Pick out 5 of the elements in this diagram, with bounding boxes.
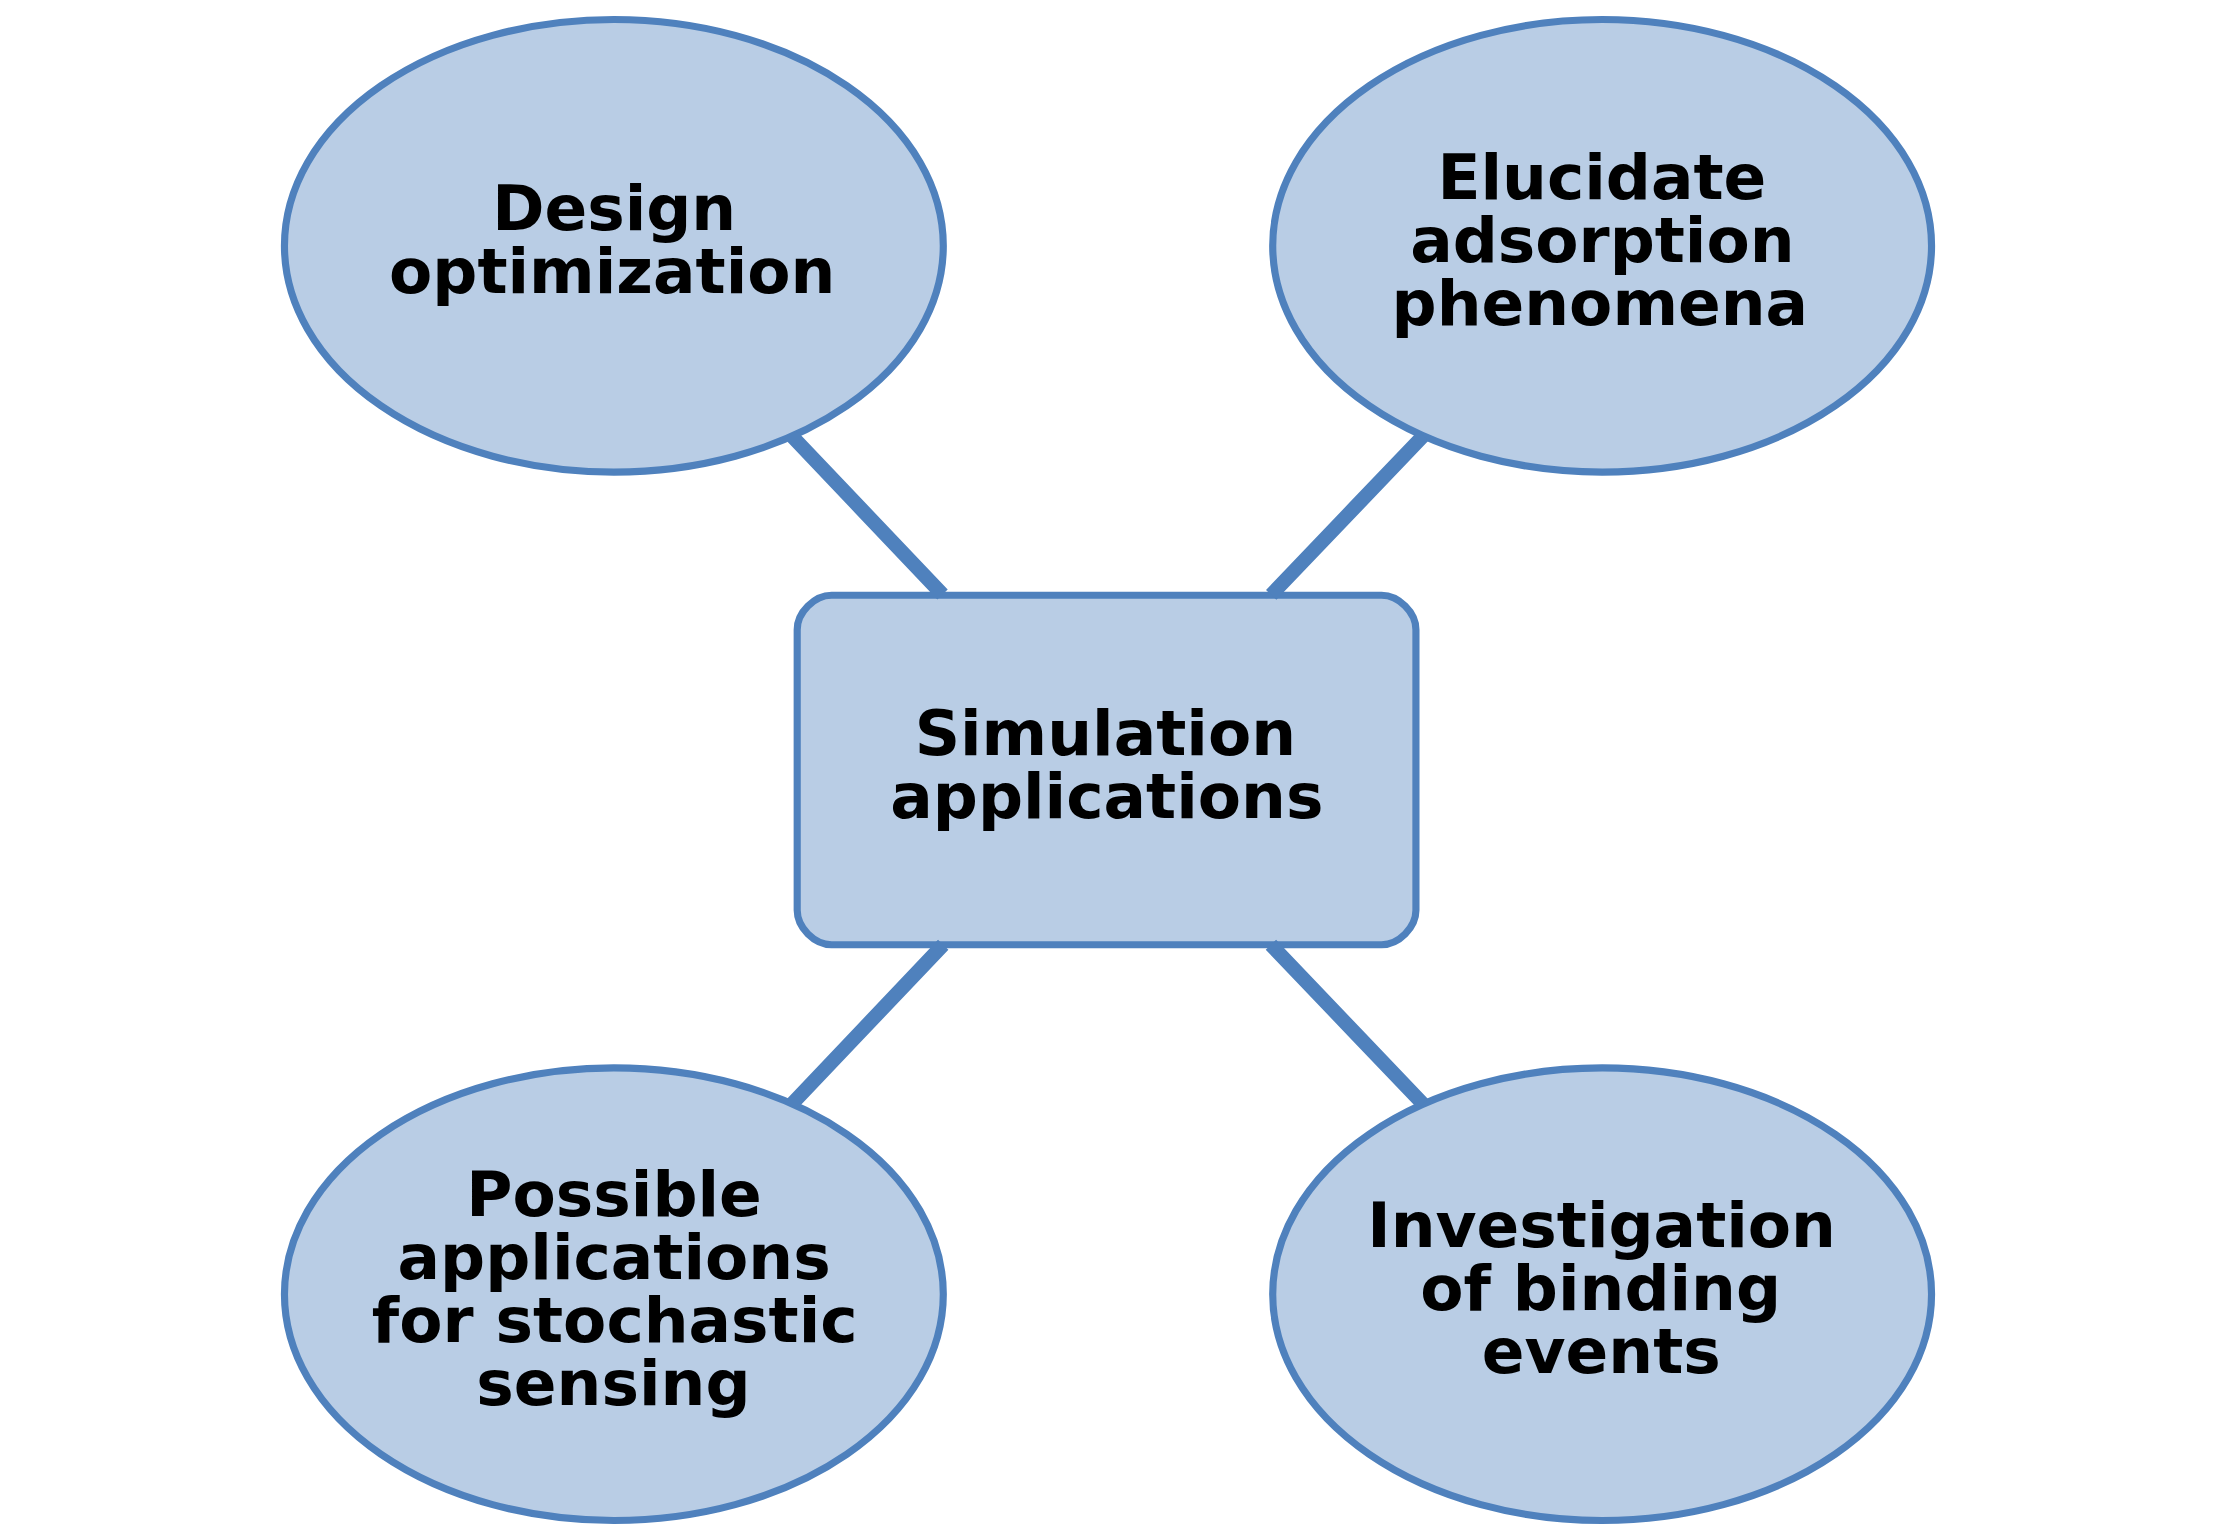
node-ellipse: Possible applications for stochastic sensing (280, 1064, 947, 1525)
node-ellipse: Design optimization (280, 15, 947, 476)
node-box: Simulation applications (793, 591, 1419, 949)
node-ellipse: Investigation of binding events (1268, 1064, 1935, 1525)
node-ellipse: Elucidate adsorption phenomena (1268, 15, 1935, 476)
